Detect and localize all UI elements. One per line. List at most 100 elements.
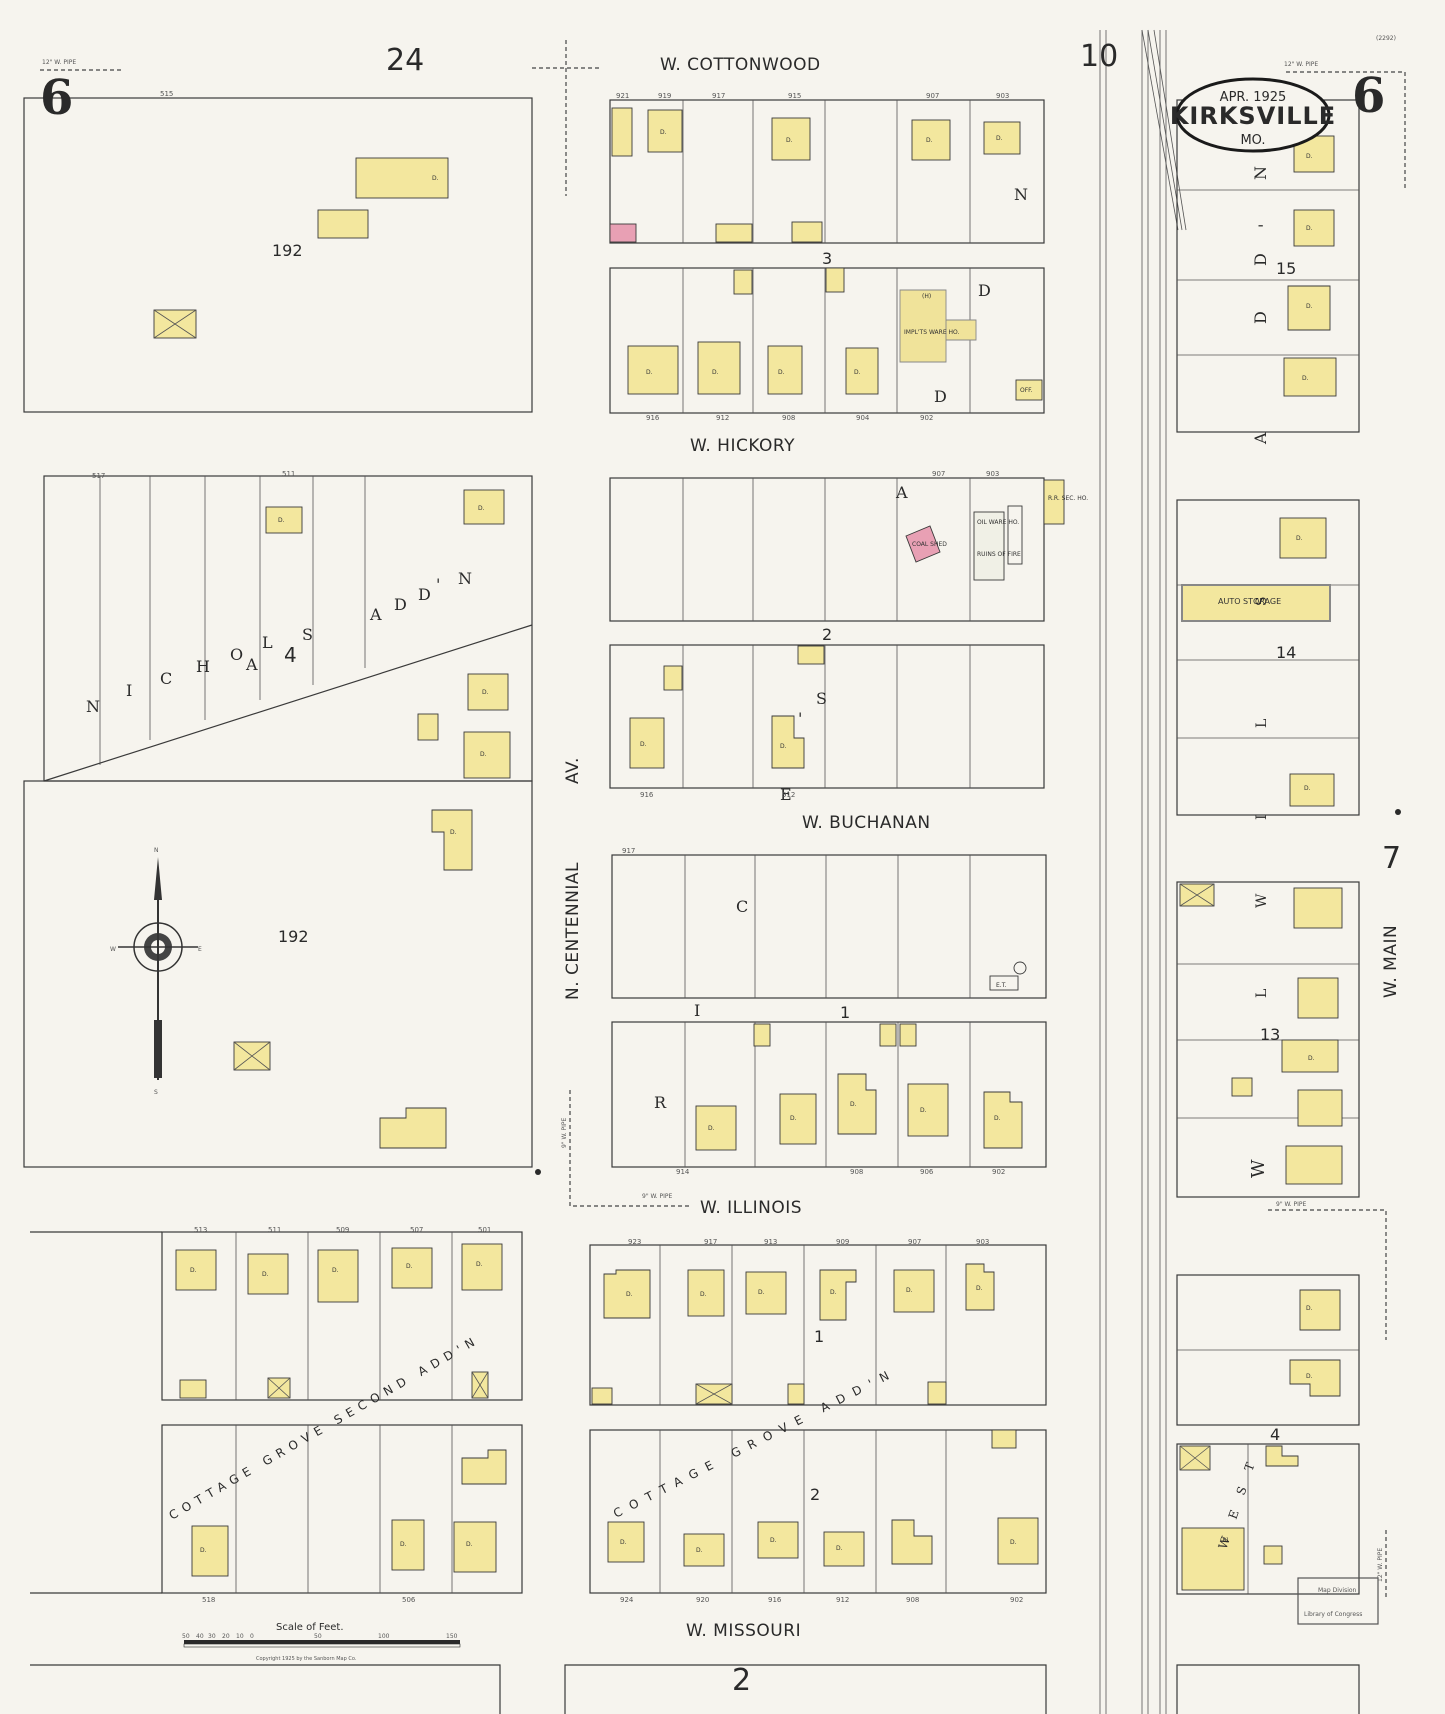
auto-storage-label: AUTO STORAGE <box>1218 597 1281 606</box>
dwelling <box>1289 773 1335 807</box>
svg-text:A: A <box>245 655 258 674</box>
dwelling <box>355 157 449 199</box>
dwelling <box>247 1253 289 1295</box>
svg-text:912: 912 <box>836 1596 849 1604</box>
dwelling <box>1299 1289 1341 1331</box>
oil-warehouse-label: OIL WARE HO. <box>977 519 1019 526</box>
implements-warehouse-class: (H) <box>922 293 931 300</box>
svg-text:509: 509 <box>336 1226 349 1234</box>
dwelling <box>771 117 811 161</box>
auto-garage <box>899 1023 917 1047</box>
dwelling <box>893 1269 935 1313</box>
svg-text:E: E <box>780 785 792 804</box>
compass-north-label: N <box>154 847 159 854</box>
svg-text:D.: D. <box>1306 225 1313 232</box>
svg-text:W: W <box>1254 893 1270 908</box>
svg-text:D.: D. <box>200 1547 207 1554</box>
svg-text:D.: D. <box>262 1271 269 1278</box>
block-number: 1 <box>814 1327 824 1346</box>
svg-text:W: W <box>1248 1159 1269 1178</box>
block-1-south <box>611 1021 1047 1168</box>
svg-text:507: 507 <box>410 1226 423 1234</box>
pipe-label: 12" W. PIPE <box>1284 61 1318 68</box>
svg-text:L: L <box>262 633 273 652</box>
dwelling <box>1297 1089 1343 1127</box>
dwelling-labels: D. D. D. D. D. D. D. D. D. D. D. D. D. D… <box>190 129 1315 1554</box>
auto-storage <box>1181 584 1331 622</box>
dwelling <box>463 731 511 779</box>
auto-garage <box>715 223 753 243</box>
block-cottage-grove-1 <box>589 1244 1047 1406</box>
dwelling <box>1279 517 1327 559</box>
dwelling <box>467 673 509 711</box>
svg-text:903: 903 <box>996 92 1009 100</box>
dwelling <box>1293 887 1343 929</box>
block-2-north <box>609 477 1045 622</box>
block-3-north <box>609 99 1045 244</box>
pipe-label: 12" W. PIPE <box>42 59 76 66</box>
dwelling <box>745 1271 787 1315</box>
svg-text:D.: D. <box>780 743 787 750</box>
svg-text:D: D <box>418 585 431 604</box>
svg-text:D: D <box>1251 311 1270 324</box>
rices-addn-label: R I C E ' S A D D N <box>654 185 1028 1112</box>
svg-text:A: A <box>369 605 382 624</box>
auto-garage <box>825 267 845 293</box>
svg-text:908: 908 <box>906 1596 919 1604</box>
dwelling <box>461 1243 503 1291</box>
sheet-number-right: 6 <box>1352 68 1385 124</box>
oil-warehouse <box>973 511 1005 581</box>
auto-garage <box>927 1381 947 1405</box>
svg-text:D.: D. <box>400 1541 407 1548</box>
svg-text:D.: D. <box>640 741 647 748</box>
block-cottage-grove-second-north <box>161 1231 523 1401</box>
svg-text:D.: D. <box>482 689 489 696</box>
svg-text:D.: D. <box>758 1289 765 1296</box>
pipe-label: 12" W. PIPE <box>1377 1548 1384 1582</box>
implements-warehouse-label: IMPL'TS WARE HO. <box>904 329 960 336</box>
dwelling <box>391 1519 425 1571</box>
svg-text:W: W <box>1216 1534 1234 1551</box>
map-date: APR. 1925 <box>1220 90 1287 105</box>
adjacent-sheet-24: 24 <box>386 43 424 78</box>
block-number: 2 <box>810 1485 820 1504</box>
svg-text:N: N <box>86 697 100 716</box>
adjacent-sheet-2: 2 <box>732 1663 751 1698</box>
elevated-tank-label: E.T. <box>996 982 1007 989</box>
svg-text:D.: D. <box>708 1125 715 1132</box>
svg-text:920: 920 <box>696 1596 709 1604</box>
dwelling <box>767 345 803 395</box>
svg-text:S: S <box>1234 1485 1250 1498</box>
water-pipe <box>1286 71 1406 190</box>
svg-text:903: 903 <box>976 1238 989 1246</box>
svg-text:D.: D. <box>450 829 457 836</box>
dwelling <box>379 1107 447 1149</box>
copyright: Copyright 1925 by the Sanborn Map Co. <box>256 1656 357 1662</box>
svg-text:D.: D. <box>646 369 653 376</box>
adjacent-sheet-7: 7 <box>1382 841 1401 876</box>
svg-text:D.: D. <box>466 1541 473 1548</box>
svg-text:917: 917 <box>712 92 725 100</box>
coal-shed <box>905 525 941 563</box>
store-building-label: (8) <box>1220 1537 1229 1544</box>
auto-garage <box>591 1387 613 1405</box>
svg-text:D.: D. <box>478 505 485 512</box>
block-192-south <box>23 780 533 1168</box>
svg-text:': ' <box>436 575 440 594</box>
svg-text:150: 150 <box>446 1633 458 1640</box>
svg-text:D.: D. <box>332 1267 339 1274</box>
svg-text:D.: D. <box>778 369 785 376</box>
svg-text:908: 908 <box>782 414 795 422</box>
dwelling <box>611 107 633 157</box>
cottage-grove-addn-label: COTTAGE GROVE ADD'N <box>611 1365 899 1521</box>
pipe-label: 9" W. PIPE <box>1276 1201 1307 1208</box>
svg-text:I: I <box>126 681 132 700</box>
svg-text:511: 511 <box>282 470 295 478</box>
svg-text:501: 501 <box>478 1226 491 1234</box>
svg-text:919: 919 <box>658 92 671 100</box>
svg-text:D.: D. <box>696 1547 703 1554</box>
svg-text:L: L <box>1254 719 1270 728</box>
ruins-label: RUINS OF FIRE <box>977 551 1021 558</box>
block-number: 4 <box>284 643 297 667</box>
